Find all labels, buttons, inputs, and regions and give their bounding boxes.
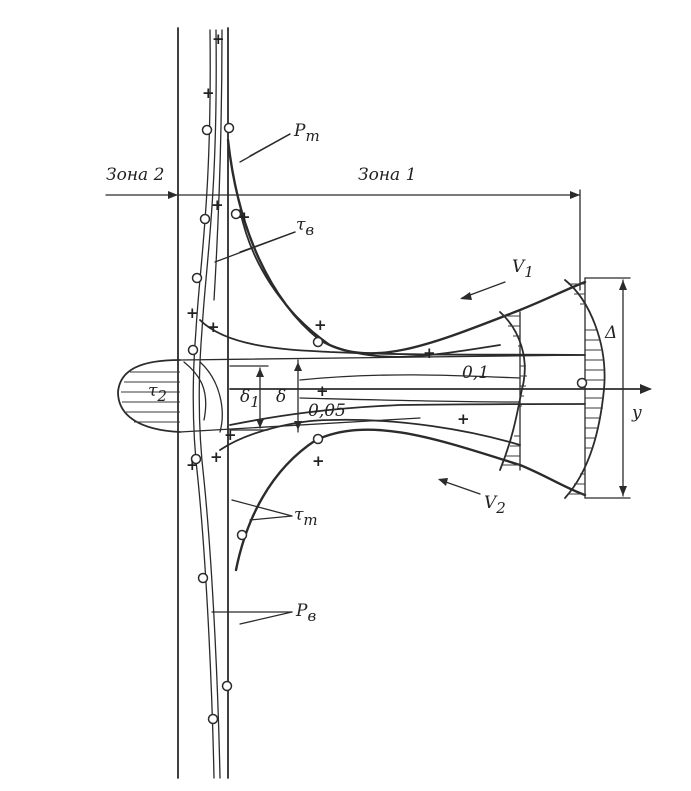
- velocity-arrows: [438, 281, 506, 495]
- lower-streamlines: [219, 403, 587, 572]
- iso-01-label: 0,1: [462, 363, 489, 383]
- plus-3: +: [211, 196, 224, 214]
- plus-12: +: [210, 448, 223, 466]
- plus-7: +: [314, 316, 327, 334]
- iso-005-label: 0,05: [308, 401, 346, 421]
- upper-streamlines: [199, 138, 587, 358]
- plus-11: +: [312, 452, 325, 470]
- plus-5: +: [186, 304, 199, 322]
- y-axis-label: y: [631, 403, 642, 423]
- delta-dimension: [584, 277, 631, 499]
- labels: Зона 2 Зона 1 Pт τв τт Pв V1 V2 Δ y δ1 δ…: [106, 121, 642, 625]
- plus-14: +: [224, 426, 237, 444]
- plus-4: +: [238, 208, 251, 226]
- v2-label: V2: [484, 493, 506, 517]
- plus-2: +: [202, 84, 215, 102]
- plus-6: +: [207, 318, 220, 336]
- marker-circles: [187, 122, 588, 725]
- tau-v-label: τв: [296, 215, 314, 239]
- delta-small-label: δ: [276, 387, 286, 407]
- tau-t-label: τт: [294, 505, 318, 529]
- left-velocity-bulb: [117, 359, 223, 433]
- velocity-profile-inner: [499, 311, 527, 471]
- zone2-label: Зона 2: [106, 165, 164, 185]
- plus-1: +: [212, 30, 225, 48]
- plus-10: +: [457, 410, 470, 428]
- delta-label: Δ: [604, 323, 617, 343]
- p-v-label: Pв: [295, 601, 316, 625]
- delta1-label: δ1: [240, 387, 260, 411]
- plus-signs: + + + + + + + + + + + + + +: [186, 30, 470, 474]
- left-wall-curves: [192, 29, 223, 779]
- tau2-label: τ2: [148, 381, 167, 405]
- vertical-walls: [177, 27, 229, 779]
- p-t-label: Pт: [293, 121, 320, 145]
- plus-9: +: [316, 382, 329, 400]
- v1-label: V1: [512, 257, 534, 281]
- plus-13: +: [186, 456, 199, 474]
- plus-8: +: [423, 344, 436, 362]
- velocity-profile-outer: [564, 277, 606, 499]
- label-leaders: [211, 133, 296, 625]
- zone-divider-line: [105, 189, 581, 291]
- y-axis: [229, 384, 652, 394]
- delta1-dimension: [229, 359, 302, 433]
- zone1-label: Зона 1: [358, 165, 416, 185]
